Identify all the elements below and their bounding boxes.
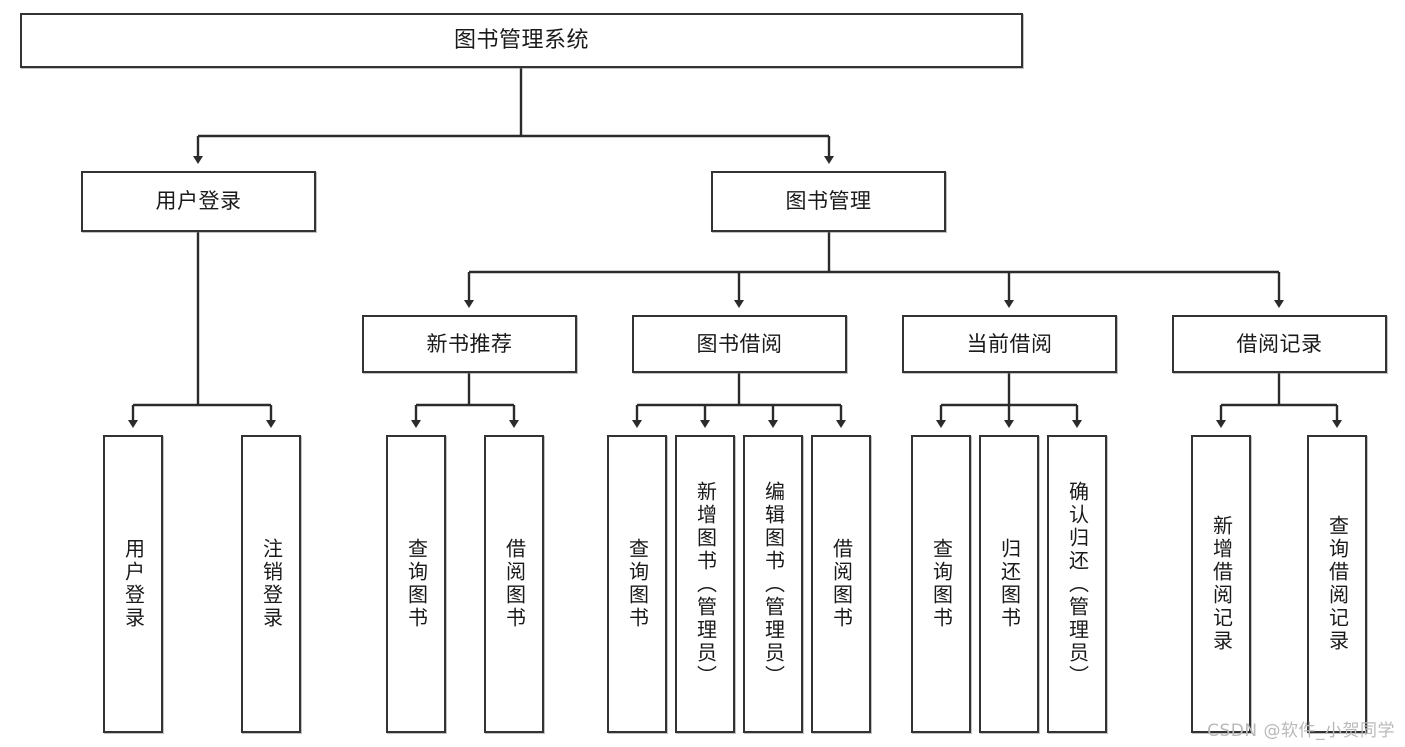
node-user-login[interactable]: 用户登录 xyxy=(81,171,316,232)
node-book-management[interactable]: 图书管理 xyxy=(711,171,946,232)
node-label: 查询图书 xyxy=(929,538,954,630)
leaf-new-book-query[interactable]: 查询图书 xyxy=(386,435,446,733)
node-borrow-record[interactable]: 借阅记录 xyxy=(1172,315,1387,373)
node-label: 查询图书 xyxy=(625,538,650,630)
leaf-book-borrow-query[interactable]: 查询图书 xyxy=(607,435,667,733)
node-book-borrow[interactable]: 图书借阅 xyxy=(632,315,847,373)
leaf-borrow-record-query[interactable]: 查询借阅记录 xyxy=(1307,435,1367,733)
node-label: 编辑图书（管理员） xyxy=(761,480,786,688)
node-label: 当前借阅 xyxy=(966,331,1053,356)
node-label: 新增借阅记录 xyxy=(1209,515,1234,653)
node-label: 查询图书 xyxy=(404,538,429,630)
leaf-current-borrow-confirm-return[interactable]: 确认归还（管理员） xyxy=(1047,435,1107,733)
node-label: 图书管理 xyxy=(785,189,872,214)
leaf-user-login-signin[interactable]: 用户登录 xyxy=(103,435,163,733)
node-label: 图书管理系统 xyxy=(453,27,589,53)
node-label: 用户登录 xyxy=(121,538,146,630)
node-current-borrow[interactable]: 当前借阅 xyxy=(902,315,1117,373)
leaf-current-borrow-query[interactable]: 查询图书 xyxy=(911,435,971,733)
leaf-borrow-record-add[interactable]: 新增借阅记录 xyxy=(1191,435,1251,733)
leaf-book-borrow-edit[interactable]: 编辑图书（管理员） xyxy=(743,435,803,733)
node-label: 借阅图书 xyxy=(829,538,854,630)
leaf-book-borrow-lend[interactable]: 借阅图书 xyxy=(811,435,871,733)
node-label: 确认归还（管理员） xyxy=(1065,480,1090,688)
leaf-new-book-borrow[interactable]: 借阅图书 xyxy=(484,435,544,733)
leaf-book-borrow-add[interactable]: 新增图书（管理员） xyxy=(675,435,735,733)
node-new-book-recommend[interactable]: 新书推荐 xyxy=(362,315,577,373)
node-label: 用户登录 xyxy=(155,189,242,214)
node-label: 借阅记录 xyxy=(1236,331,1323,356)
node-label: 归还图书 xyxy=(997,538,1022,630)
node-label: 图书借阅 xyxy=(696,331,783,356)
node-label: 新增图书（管理员） xyxy=(693,480,718,688)
node-label: 注销登录 xyxy=(259,538,284,630)
node-root-system[interactable]: 图书管理系统 xyxy=(20,13,1023,68)
node-label: 借阅图书 xyxy=(502,538,527,630)
node-label: 查询借阅记录 xyxy=(1325,515,1350,653)
leaf-current-borrow-return[interactable]: 归还图书 xyxy=(979,435,1039,733)
leaf-user-login-signout[interactable]: 注销登录 xyxy=(241,435,301,733)
node-label: 新书推荐 xyxy=(426,331,513,356)
